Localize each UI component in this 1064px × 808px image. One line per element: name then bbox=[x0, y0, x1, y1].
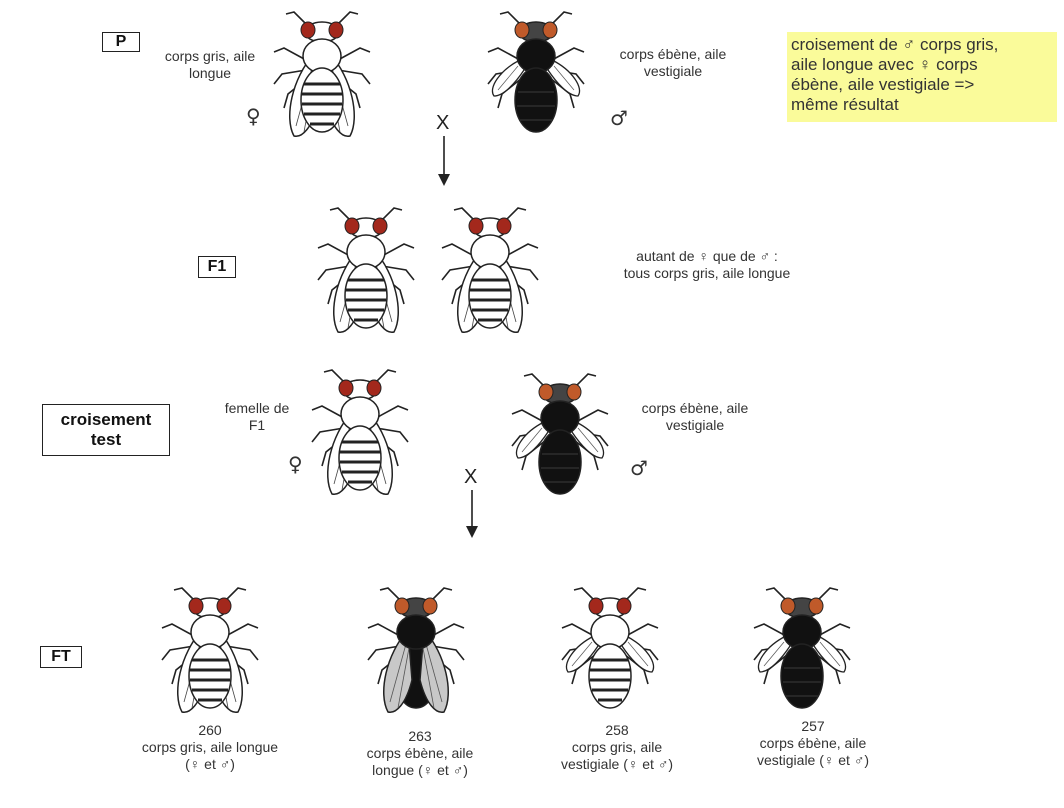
ft-phenotype-line2: vestigiale (♀ et ♂) bbox=[728, 752, 898, 769]
fly-ebony-vestigial-wings-testcross-male bbox=[510, 370, 610, 502]
ft-count: 258 bbox=[532, 722, 702, 739]
generation-label-ft: FT bbox=[40, 646, 82, 668]
arrow-down-icon-testcross-ft bbox=[462, 488, 482, 544]
testcross-male-label-line2: vestigiale bbox=[620, 417, 770, 434]
generation-label-f1-text: F1 bbox=[208, 258, 227, 276]
f1-description-line1: autant de ♀ que de ♂ : bbox=[582, 248, 832, 265]
testcross-female-label-line2: F1 bbox=[212, 417, 302, 434]
generation-label-ft-text: FT bbox=[51, 648, 71, 666]
fly-ebony-long-wings-ft bbox=[366, 584, 466, 716]
note-line2: aile longue avec ♀ corps bbox=[791, 55, 1053, 75]
testcross-male-label-line1: corps ébène, aile bbox=[620, 400, 770, 417]
ft-result-ebony-vestigial: 257 corps ébène, aile vestigiale (♀ et ♂… bbox=[728, 718, 898, 769]
generation-label-p-text: P bbox=[116, 33, 127, 51]
ft-phenotype-line2: (♀ et ♂) bbox=[120, 756, 300, 773]
fly-grey-vestigial-wings-ft bbox=[560, 584, 660, 716]
p-male-label-line1: corps ébène, aile bbox=[598, 46, 748, 63]
female-symbol-p: ♀ bbox=[246, 104, 261, 128]
ft-count: 257 bbox=[728, 718, 898, 735]
fly-grey-long-wings-ft bbox=[160, 584, 260, 716]
f1-description: autant de ♀ que de ♂ : tous corps gris, … bbox=[582, 248, 832, 282]
fly-grey-long-wings-testcross-female bbox=[310, 366, 410, 498]
generation-label-p: P bbox=[102, 32, 140, 52]
ft-result-grey-long: 260 corps gris, aile longue (♀ et ♂) bbox=[120, 722, 300, 773]
ft-phenotype-line2: vestigiale (♀ et ♂) bbox=[532, 756, 702, 773]
female-symbol-testcross: ♀ bbox=[288, 452, 303, 476]
p-female-label-line1: corps gris, aile bbox=[150, 48, 270, 65]
p-female-label: corps gris, aile longue bbox=[150, 48, 270, 82]
p-female-label-line2: longue bbox=[150, 65, 270, 82]
ft-phenotype-line1: corps ébène, aile bbox=[728, 735, 898, 752]
testcross-label-line1: croisement bbox=[61, 410, 152, 430]
ft-result-ebony-long: 263 corps ébène, aile longue (♀ et ♂) bbox=[340, 728, 500, 779]
fly-ebony-vestigial-wings-ft bbox=[752, 584, 852, 716]
testcross-male-label: corps ébène, aile vestigiale bbox=[620, 400, 770, 434]
testcross-female-label: femelle de F1 bbox=[212, 400, 302, 434]
ft-phenotype-line1: corps ébène, aile bbox=[340, 745, 500, 762]
male-symbol-testcross: ♂ bbox=[630, 456, 648, 480]
ft-phenotype-line1: corps gris, aile longue bbox=[120, 739, 300, 756]
note-reciprocal-cross: croisement de ♂ corps gris, aile longue … bbox=[787, 32, 1057, 122]
ft-phenotype-line2: longue (♀ et ♂) bbox=[340, 762, 500, 779]
generation-label-testcross: croisement test bbox=[42, 404, 170, 456]
p-male-label-line2: vestigiale bbox=[598, 63, 748, 80]
cross-symbol-testcross: X bbox=[464, 466, 477, 489]
note-line4: même résultat bbox=[791, 95, 1053, 115]
generation-label-f1: F1 bbox=[198, 256, 236, 278]
fly-ebony-vestigial-wings-p-male bbox=[486, 8, 586, 140]
note-line3: ébène, aile vestigiale => bbox=[791, 75, 1053, 95]
fly-grey-long-wings-f1-male bbox=[440, 204, 540, 336]
arrow-down-icon-p-f1 bbox=[434, 134, 454, 190]
p-male-label: corps ébène, aile vestigiale bbox=[598, 46, 748, 80]
male-symbol-p: ♂ bbox=[610, 106, 628, 130]
fly-grey-long-wings-p-female bbox=[272, 8, 372, 140]
note-line1: croisement de ♂ corps gris, bbox=[791, 35, 1053, 55]
ft-count: 263 bbox=[340, 728, 500, 745]
f1-description-line2: tous corps gris, aile longue bbox=[582, 265, 832, 282]
ft-result-grey-vestigial: 258 corps gris, aile vestigiale (♀ et ♂) bbox=[532, 722, 702, 773]
cross-symbol-p: X bbox=[436, 112, 449, 135]
ft-count: 260 bbox=[120, 722, 300, 739]
ft-phenotype-line1: corps gris, aile bbox=[532, 739, 702, 756]
fly-grey-long-wings-f1-female bbox=[316, 204, 416, 336]
testcross-female-label-line1: femelle de bbox=[212, 400, 302, 417]
testcross-label-line2: test bbox=[91, 430, 121, 450]
